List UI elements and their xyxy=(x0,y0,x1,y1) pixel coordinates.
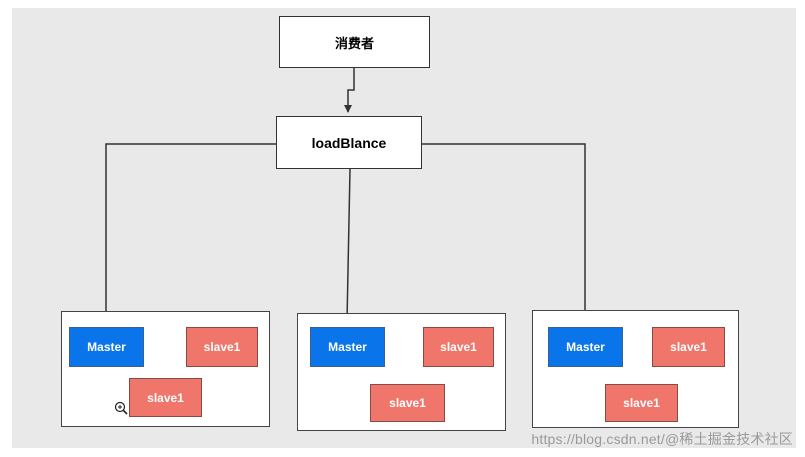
cluster-3-slave-bottom: slave1 xyxy=(605,384,678,422)
master-label: Master xyxy=(566,340,605,354)
loadbalance-to-cluster1-arrow xyxy=(102,143,276,322)
zoom-in-icon xyxy=(114,401,128,415)
cluster-2-master: Master xyxy=(310,327,385,367)
consumer-to-loadbalance-arrow xyxy=(344,68,355,113)
loadbalance-label: loadBlance xyxy=(311,134,387,151)
slave-label: slave1 xyxy=(440,340,477,354)
cluster-1-master: Master xyxy=(69,327,144,367)
master-label: Master xyxy=(328,340,367,354)
cluster-2-slave-bottom: slave1 xyxy=(370,384,445,422)
cluster-1-slave-right: slave1 xyxy=(186,327,258,367)
cluster-3-master: Master xyxy=(548,327,623,367)
slave-label: slave1 xyxy=(203,340,241,354)
consumer-box: 消费者 xyxy=(279,16,430,68)
cluster-3-slave-right: slave1 xyxy=(652,327,725,367)
slave-label: slave1 xyxy=(670,340,707,354)
slave-label: slave1 xyxy=(389,396,426,410)
master-label: Master xyxy=(87,340,126,354)
consumer-label: 消费者 xyxy=(334,35,374,51)
loadbalance-to-cluster2-arrow xyxy=(343,168,352,322)
slave-label: slave1 xyxy=(623,396,660,410)
loadbalance-to-cluster3-arrow xyxy=(421,143,589,322)
watermark-text: https://blog.csdn.net/@稀土掘金技术社区 xyxy=(531,431,793,447)
cluster-2-slave-right: slave1 xyxy=(423,327,494,367)
slave-label: slave1 xyxy=(147,390,184,405)
cluster-1-slave-bottom: slave1 xyxy=(129,378,202,417)
loadbalance-box: loadBlance xyxy=(276,116,422,169)
